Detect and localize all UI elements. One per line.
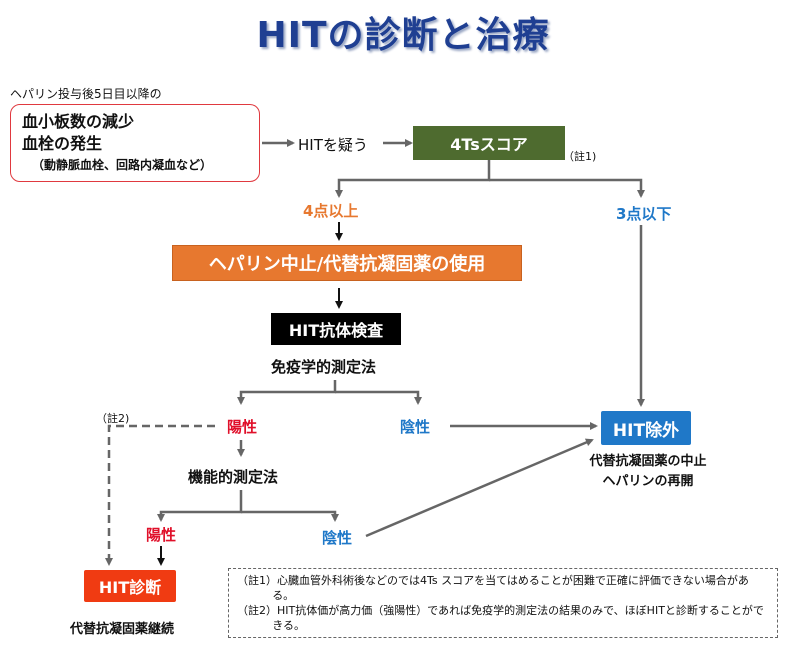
note1-marker: （註1) [563, 150, 597, 163]
branch-func-pos [157, 490, 243, 522]
excluded-action-stop: 代替抗凝固薬の中止 [589, 454, 707, 469]
symptom-examples: （動静脈血栓、回路内凝血など） [32, 158, 213, 172]
footnote-2: （註2）HIT抗体価が高力価（強陽性）であれば免疫学的測定法の結果のみで、ほぼH… [237, 604, 764, 632]
hit-excluded-box: HIT除外 [601, 411, 691, 445]
page-title: HITの診断と治療 [256, 15, 550, 56]
symptom-thrombosis: 血栓の発生 [22, 134, 103, 153]
immuno-negative-label: 陰性 [400, 418, 431, 436]
immunoassay-label: 免疫学的測定法 [271, 358, 377, 376]
branch-score-low [489, 178, 645, 198]
immuno-positive-label: 陽性 [227, 418, 258, 436]
branch-immuno-neg [335, 390, 422, 405]
high-score-label: 4点以上 [303, 202, 359, 220]
diagnosis-action: 代替抗凝固薬継続 [70, 622, 175, 637]
arrow-func-neg-to-excluded [365, 438, 594, 538]
precondition-text: ヘパリン投与後5日目以降の [10, 87, 162, 101]
branch-immuno-pos [237, 380, 337, 405]
footnote-1: （註1）心臓血管外科術後などのでは4Ts スコアを当てはめることが困難で正確に評… [237, 574, 749, 602]
excluded-action-resume: ヘパリンの再開 [602, 474, 694, 489]
func-negative-label: 陰性 [322, 529, 353, 547]
action-box: ヘパリン中止/代替抗凝固薬の使用 [172, 245, 522, 281]
footnotes-box: （註1）心臓血管外科術後などのでは4Ts スコアを当てはめることが困難で正確に評… [228, 568, 778, 638]
symptoms-box [10, 104, 260, 182]
functional-assay-label: 機能的測定法 [188, 468, 279, 486]
func-positive-label: 陽性 [146, 526, 177, 544]
score-box: 4Tsスコア [413, 126, 565, 160]
note2-marker: （註2) [96, 412, 130, 425]
suspect-label: HITを疑う [298, 136, 368, 154]
dashed-note2-path [105, 424, 215, 566]
low-score-label: 3点以下 [616, 205, 672, 223]
hit-diagnosis-box: HIT診断 [84, 570, 176, 602]
excluded-actions: 代替抗凝固薬の中止 ヘパリンの再開 [578, 452, 718, 492]
branch-score [335, 160, 491, 198]
antibody-test-box: HIT抗体検査 [271, 313, 401, 345]
branch-func-neg [241, 510, 339, 522]
symptom-platelet: 血小板数の減少 [22, 112, 135, 131]
